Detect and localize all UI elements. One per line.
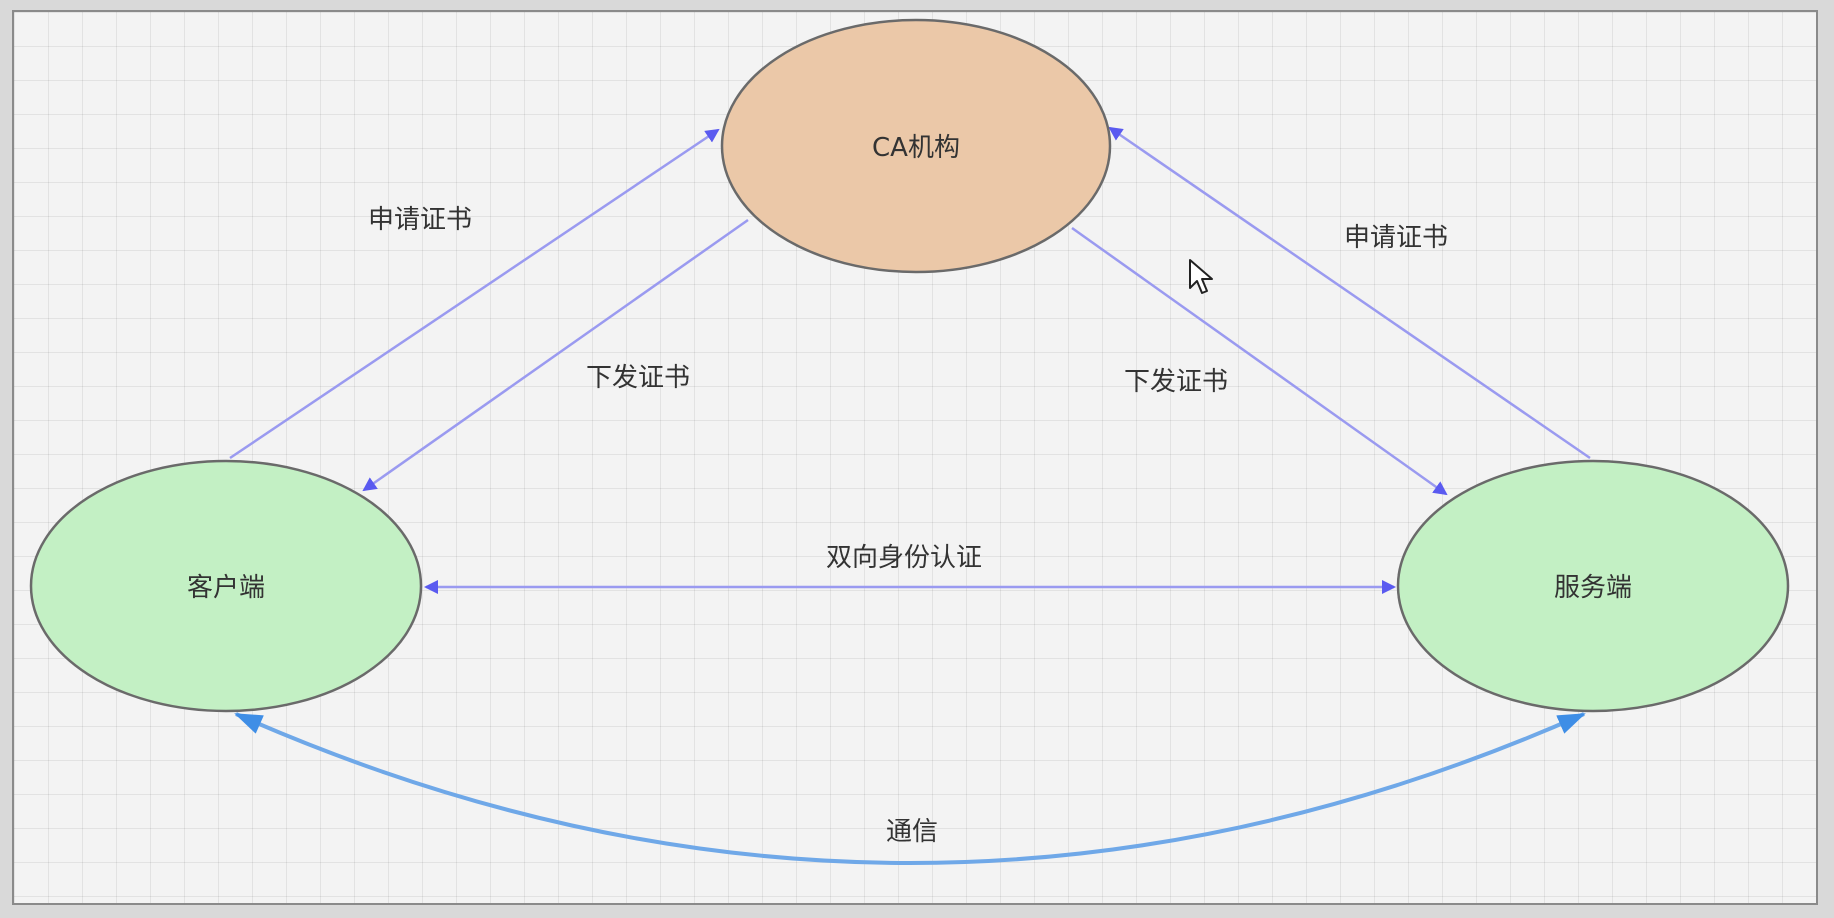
client-issue-certificate-arrow xyxy=(362,218,749,492)
client-apply-certificate-arrow xyxy=(229,128,720,460)
client-issue-certificate-label: 下发证书 xyxy=(586,363,690,393)
server-apply-certificate-label: 申请证书 xyxy=(1344,223,1448,253)
server-node-label: 服务端 xyxy=(1554,573,1632,603)
client-node-label: 客户端 xyxy=(187,573,265,603)
server-issue-certificate-arrow xyxy=(1071,226,1448,496)
server-node xyxy=(1396,459,1790,713)
mouse-pointer-icon xyxy=(1189,259,1213,294)
mutual-auth-label: 双向身份认证 xyxy=(826,543,982,573)
client-node xyxy=(29,459,423,713)
ca-node xyxy=(720,18,1112,274)
communication-arrow xyxy=(234,712,1586,865)
ca-node-label: CA机构 xyxy=(872,133,960,163)
server-issue-certificate-label: 下发证书 xyxy=(1124,367,1228,397)
communication-label: 通信 xyxy=(886,817,938,847)
client-apply-certificate-label: 申请证书 xyxy=(368,205,472,235)
server-apply-certificate-arrow xyxy=(1108,126,1591,460)
